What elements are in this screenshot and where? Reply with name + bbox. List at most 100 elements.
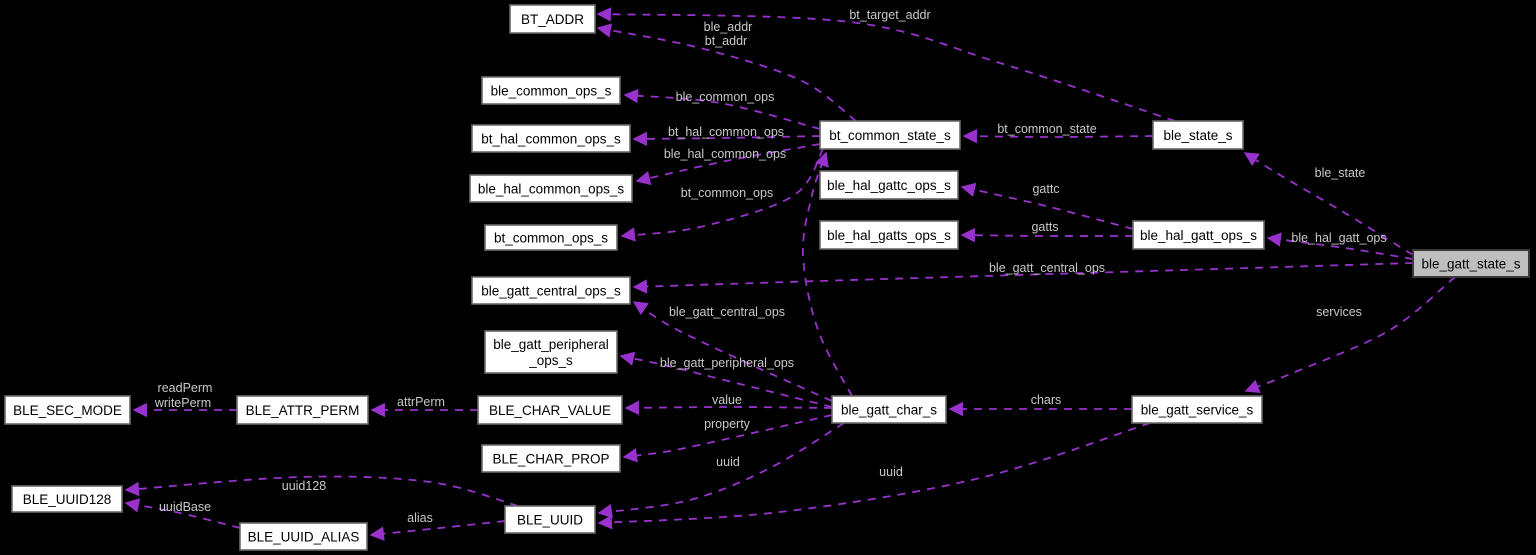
edge-label-bt_target_addr: bt_target_addr [849,8,930,22]
node-bt-common-ops-s[interactable]: bt_common_ops_s [484,224,618,251]
node-ble-hal-common-ops-s[interactable]: ble_hal_common_ops_s [469,174,633,203]
edge-ble-gatt-char-s-to-bt-common-state-s [802,151,853,397]
node-box-ble-uuid-alias[interactable] [239,522,368,551]
node-ble-gatt-central-ops-s[interactable]: ble_gatt_central_ops_s [471,276,631,305]
node-box-ble-uuid128[interactable] [11,485,123,513]
edge-label-ble_state: ble_state [1315,166,1366,180]
edge-label-ble_hal_gatt_ops: ble_hal_gatt_ops [1291,231,1386,245]
edge-label-value: value [712,393,742,407]
edge-label-chars: chars [1031,393,1062,407]
edge-label-gatts: gatts [1031,220,1058,234]
node-ble-char-value[interactable]: BLE_CHAR_VALUE [477,395,623,425]
node-label-ble-hal-gattc-ops-s: ble_hal_gattc_ops_s [827,178,951,193]
node-label-ble-gatt-peripheral-ops-s: _ops_s [528,353,573,368]
node-ble-hal-gatt-ops-s[interactable]: ble_hal_gatt_ops_s [1132,220,1265,250]
edge-ble-hal-gatt-ops-s-to-ble-hal-gatts-ops-s [960,227,1134,243]
node-ble-gatt-char-s[interactable]: ble_gatt_char_s [831,395,947,424]
edge-label-uuidBase: uuidBase [159,500,211,514]
edge-ble-gatt-service-s-to-ble-uuid [597,422,1151,530]
node-ble-gatt-peripheral-ops-s[interactable]: ble_gatt_peripheral_ops_s [484,330,618,374]
edge-ble-gatt-char-s-to-ble-gatt-peripheral-ops-s [619,351,833,408]
node-label-ble-hal-gatts-ops-s: ble_hal_gatts_ops_s [827,228,951,243]
node-label-bt-hal-common-ops-s: bt_hal_common_ops_s [481,132,621,147]
node-bt-addr[interactable]: BT_ADDR [509,4,596,34]
edge-label-bt_hal_common_ops: bt_hal_common_ops [668,125,784,139]
edge-ble-state-s-to-bt-addr [596,7,1176,122]
edge-ble-gatt-state-s-to-ble-state-s [1243,152,1414,256]
node-label-bt-common-state-s: bt_common_state_s [829,128,951,143]
node-box-bt-hal-common-ops-s[interactable] [471,124,631,153]
node-box-ble-hal-gattc-ops-s[interactable] [819,170,959,200]
edge-label-readPerm: readPerm [158,381,213,395]
node-ble-char-prop[interactable]: BLE_CHAR_PROP [481,444,621,473]
node-box-ble-state-s[interactable] [1152,120,1244,150]
edge-label-writePerm: writePerm [154,396,211,410]
edges-layer [124,7,1456,541]
node-ble-common-ops-s[interactable]: ble_common_ops_s [481,76,621,105]
node-ble-attr-perm[interactable]: BLE_ATTR_PERM [236,395,369,425]
node-box-ble-common-ops-s[interactable] [481,76,621,105]
edge-label-bt_common_state: bt_common_state [997,122,1096,136]
node-label-ble-common-ops-s: ble_common_ops_s [491,84,612,99]
node-box-ble-hal-gatts-ops-s[interactable] [819,220,959,250]
node-box-ble-uuid[interactable] [504,505,596,534]
node-ble-hal-gatts-ops-s[interactable]: ble_hal_gatts_ops_s [819,220,959,250]
node-label-ble-gatt-service-s: ble_gatt_service_s [1141,403,1254,418]
node-box-ble-hal-gatt-ops-s[interactable] [1132,220,1265,250]
node-label-ble-char-value: BLE_CHAR_VALUE [489,403,611,418]
node-label-bt-common-ops-s: bt_common_ops_s [494,231,608,246]
node-ble-state-s[interactable]: ble_state_s [1152,120,1244,150]
edge-ble-hal-gatt-ops-s-to-ble-hal-gattc-ops-s [960,182,1134,230]
node-box-ble-char-prop[interactable] [481,444,621,473]
node-box-bt-common-state-s[interactable] [819,120,961,150]
edge-label-bt_addr: bt_addr [705,34,747,48]
edge-label-attrPerm: attrPerm [397,395,445,409]
node-ble-hal-gattc-ops-s[interactable]: ble_hal_gattc_ops_s [819,170,959,200]
node-box-ble-gatt-central-ops-s[interactable] [471,276,631,305]
node-label-ble-sec-mode: BLE_SEC_MODE [13,403,122,418]
edge-label-uuid128: uuid128 [282,479,327,493]
node-label-ble-hal-gatt-ops-s: ble_hal_gatt_ops_s [1140,228,1257,243]
edge-ble-uuid-to-ble-uuid-alias [369,520,506,541]
edge-label-ble_addr: ble_addr [704,20,753,34]
node-box-ble-char-value[interactable] [477,395,623,425]
node-ble-uuid-alias[interactable]: BLE_UUID_ALIAS [239,522,368,551]
node-label-ble-uuid: BLE_UUID [517,513,583,528]
node-box-ble-gatt-state-s [1412,249,1530,278]
edge-label-uuid: uuid [716,455,740,469]
node-label-ble-gatt-state-s: ble_gatt_state_s [1421,257,1520,272]
edge-label-ble_gatt_central_ops: ble_gatt_central_ops [669,305,785,319]
node-ble-gatt-service-s[interactable]: ble_gatt_service_s [1131,395,1263,424]
edge-ble-uuid-alias-to-ble-uuid128 [124,498,241,529]
node-ble-uuid[interactable]: BLE_UUID [504,505,596,534]
node-box-bt-addr[interactable] [509,4,596,34]
node-label-ble-state-s: ble_state_s [1163,128,1232,143]
node-box-ble-gatt-peripheral-ops-s[interactable] [484,330,618,374]
edge-label-bt_common_ops: bt_common_ops [681,186,773,200]
node-bt-hal-common-ops-s[interactable]: bt_hal_common_ops_s [471,124,631,153]
node-box-bt-common-ops-s[interactable] [484,224,618,251]
node-label-ble-attr-perm: BLE_ATTR_PERM [246,403,360,418]
node-bt-common-state-s[interactable]: bt_common_state_s [819,120,961,150]
node-box-ble-hal-common-ops-s[interactable] [469,174,633,203]
node-box-ble-sec-mode[interactable] [4,395,131,425]
node-ble-sec-mode[interactable]: BLE_SEC_MODE [4,395,131,425]
node-label-ble-uuid128: BLE_UUID128 [23,492,112,507]
node-box-ble-gatt-service-s[interactable] [1131,395,1263,424]
edge-label-property: property [704,417,751,431]
edge-ble-uuid-to-ble-uuid128 [124,475,519,507]
node-label-ble-gatt-char-s: ble_gatt_char_s [841,403,937,418]
node-label-ble-gatt-peripheral-ops-s: ble_gatt_peripheral [493,337,609,352]
edge-bt-common-state-s-to-ble-hal-common-ops-s [635,143,821,186]
node-label-ble-hal-common-ops-s: ble_hal_common_ops_s [478,182,625,197]
edge-bt-common-state-s-to-ble-common-ops-s [623,88,821,130]
node-box-ble-attr-perm[interactable] [236,395,369,425]
node-label-ble-uuid-alias: BLE_UUID_ALIAS [248,530,360,545]
node-ble-uuid128[interactable]: BLE_UUID128 [11,485,123,513]
node-ble-gatt-state-s: ble_gatt_state_s [1412,249,1530,278]
node-box-ble-gatt-char-s[interactable] [831,395,947,424]
edge-bt-common-state-s-to-bt-common-ops-s [620,148,824,242]
